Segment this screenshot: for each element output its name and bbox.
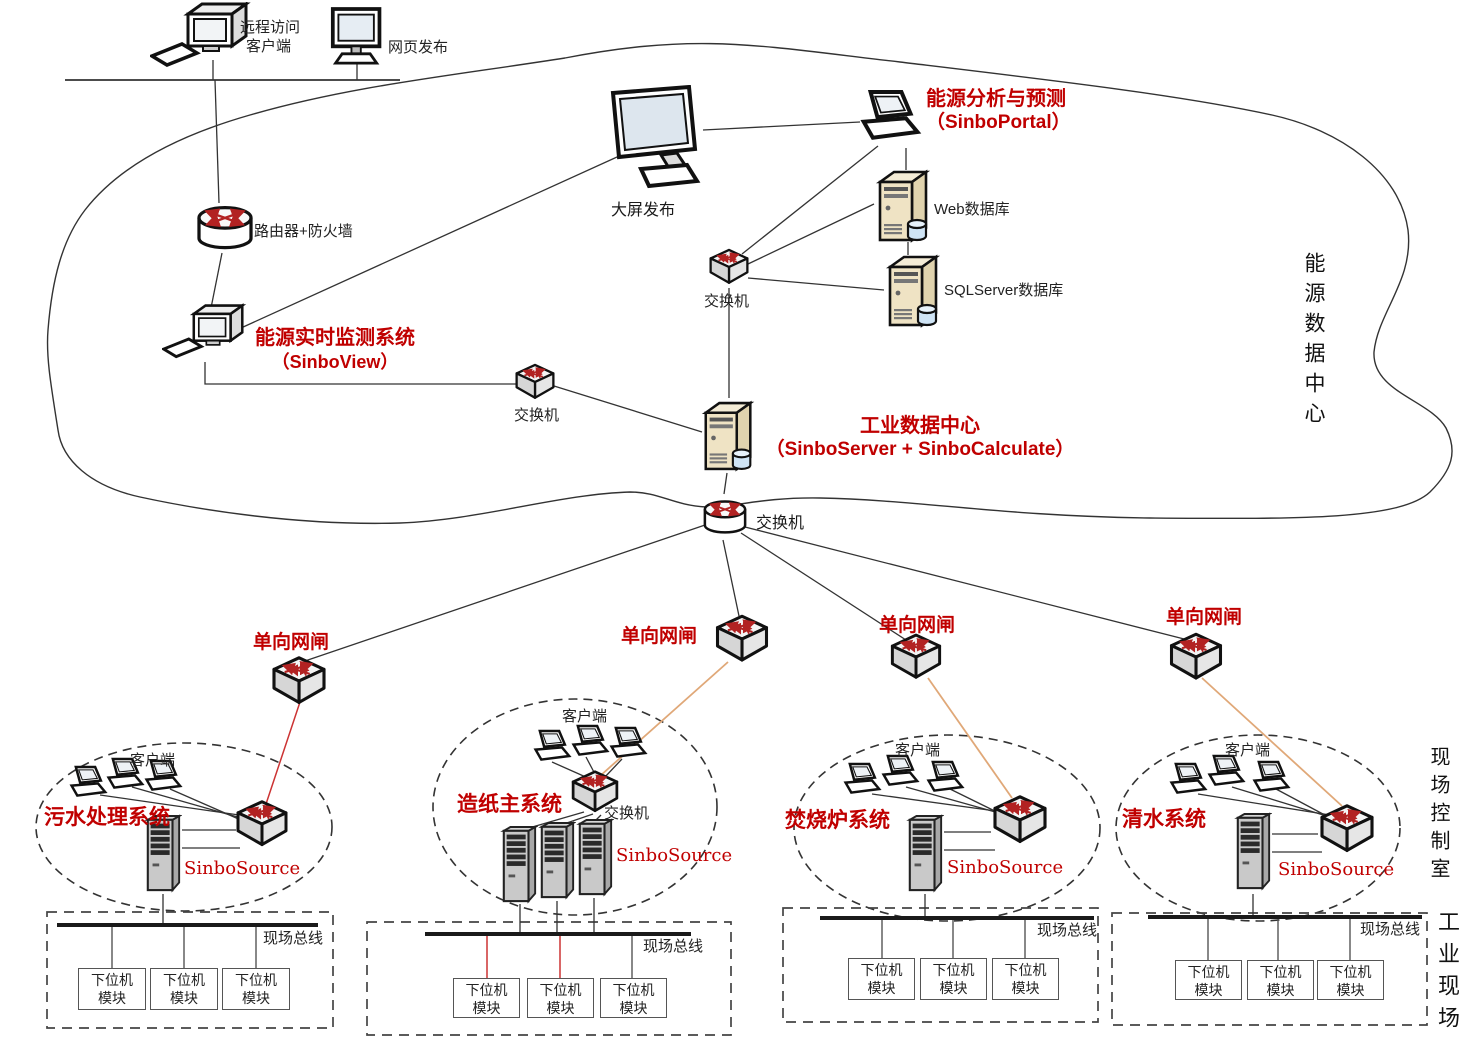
incinerator-sinbosource-label: SinboSource (947, 857, 1064, 878)
client-laptop-icon (610, 726, 647, 758)
papermill-server-3-icon (578, 818, 613, 896)
module-box: 下位机模块 (222, 968, 290, 1010)
router-firewall-label: 路由器+防火墙 (254, 223, 353, 240)
mid-switch-icon (517, 365, 554, 398)
energy-data-center-label: 能源数据中心 (1302, 252, 1325, 432)
incinerator-title: 焚烧炉系统 (785, 809, 890, 832)
red-links (265, 701, 561, 978)
client-laptop-icon (882, 754, 919, 786)
client-laptop-icon (1170, 762, 1207, 794)
top-switch-label: 交换机 (704, 293, 750, 310)
incinerator-clients-label: 客户端 (895, 742, 941, 759)
web-publish-label: 网页发布 (388, 39, 449, 56)
sewage-clients-label: 客户端 (130, 752, 176, 769)
sewage-bus-label: 现场总线 (263, 930, 324, 947)
module-box: 下位机模块 (1317, 960, 1384, 1000)
sql-db-server-icon (888, 255, 938, 327)
gateway-4-icon (1172, 634, 1221, 678)
incinerator-sinbosource-server-icon (908, 814, 943, 892)
client-laptop-icon (572, 724, 609, 756)
field-control-room-label: 现场控制室 (1427, 746, 1449, 886)
big-screen-label: 大屏发布 (611, 202, 676, 219)
incinerator-bus-label: 现场总线 (1037, 922, 1098, 939)
web-db-label: Web数据库 (934, 201, 1010, 218)
top-switch-icon (711, 250, 748, 283)
papermill-title: 造纸主系统 (457, 793, 562, 816)
big-screen-display-icon (611, 85, 699, 188)
sewage-switch-icon (238, 802, 286, 845)
core-switch-icon (705, 501, 745, 532)
industrial-field-label: 工业现场 (1435, 910, 1460, 1038)
gateway-1-label: 单向网闸 (253, 632, 330, 653)
module-box: 下位机模块 (992, 958, 1059, 1000)
papermill-server-1-icon (502, 825, 537, 903)
module-box: 下位机模块 (453, 978, 520, 1018)
papermill-clients-label: 客户端 (562, 708, 608, 725)
cleanwater-sinbosource-label: SinboSource (1278, 859, 1395, 880)
web-publish-monitor-icon (330, 7, 382, 66)
gateway-4-label: 单向网闸 (1166, 607, 1243, 628)
cleanwater-sinbosource-server-icon (1236, 812, 1271, 890)
client-laptop-icon (844, 762, 881, 794)
papermill-switch-label: 交换机 (604, 805, 650, 822)
router-firewall-icon (199, 208, 251, 248)
module-drop-lines (111, 917, 1351, 978)
field-boxes (46, 907, 1428, 1036)
sinboportal-label: 能源分析与预测 （SinboPortal） (926, 88, 1071, 133)
module-box: 下位机模块 (1175, 960, 1242, 1000)
module-box: 下位机模块 (78, 968, 146, 1010)
industry-dc-label: 工业数据中心 （SinboServer + SinboCalculate） (765, 415, 1075, 460)
connection-lines (65, 60, 1337, 933)
gateway-3-icon (892, 635, 939, 677)
sql-db-label: SQLServer数据库 (944, 282, 1064, 299)
field-bus-lines (57, 915, 1422, 936)
gateway-3-label: 单向网闸 (879, 615, 956, 636)
module-box: 下位机模块 (848, 958, 915, 1000)
papermill-sinbosource-label: SinboSource (616, 845, 733, 866)
remote-client-pc-icon (150, 2, 248, 67)
sinboview-workstation-icon (162, 304, 244, 359)
client-laptop-icon (1208, 754, 1245, 786)
module-box: 下位机模块 (920, 958, 987, 1000)
energy-data-center-cloud (46, 42, 1453, 525)
sinboview-label: 能源实时监测系统 （SinboView） (255, 327, 415, 372)
orange-links (599, 661, 1343, 807)
client-laptop-icon (1253, 760, 1290, 792)
client-laptop-icon (927, 760, 964, 792)
gateway-2-label: 单向网闸 (621, 626, 698, 647)
cleanwater-title: 清水系统 (1122, 808, 1206, 831)
cleanwater-clients-label: 客户端 (1225, 742, 1271, 759)
sewage-title: 污水处理系统 (44, 806, 170, 829)
mid-switch-label: 交换机 (514, 407, 560, 424)
sewage-sinbosource-label: SinboSource (184, 858, 301, 879)
incinerator-switch-icon (995, 797, 1045, 842)
web-db-server-icon (878, 170, 928, 242)
gateway-2-icon (718, 616, 767, 660)
client-laptop-icon (70, 765, 107, 797)
remote-client-label: 远程访问 客户端 (240, 19, 301, 55)
module-box: 下位机模块 (600, 978, 667, 1018)
module-box: 下位机模块 (150, 968, 218, 1010)
sinboportal-laptop-icon (864, 92, 918, 138)
module-box: 下位机模块 (1247, 960, 1314, 1000)
papermill-server-2-icon (540, 821, 575, 899)
cleanwater-switch-icon (1322, 806, 1372, 851)
papermill-bus-label: 现场总线 (643, 938, 704, 955)
cleanwater-bus-label: 现场总线 (1360, 921, 1421, 938)
gateway-1-icon (274, 658, 324, 703)
client-laptop-icon (534, 729, 571, 761)
subsystem-boundaries (35, 698, 1401, 922)
module-box: 下位机模块 (527, 978, 594, 1018)
core-switch-label: 交换机 (756, 515, 805, 532)
